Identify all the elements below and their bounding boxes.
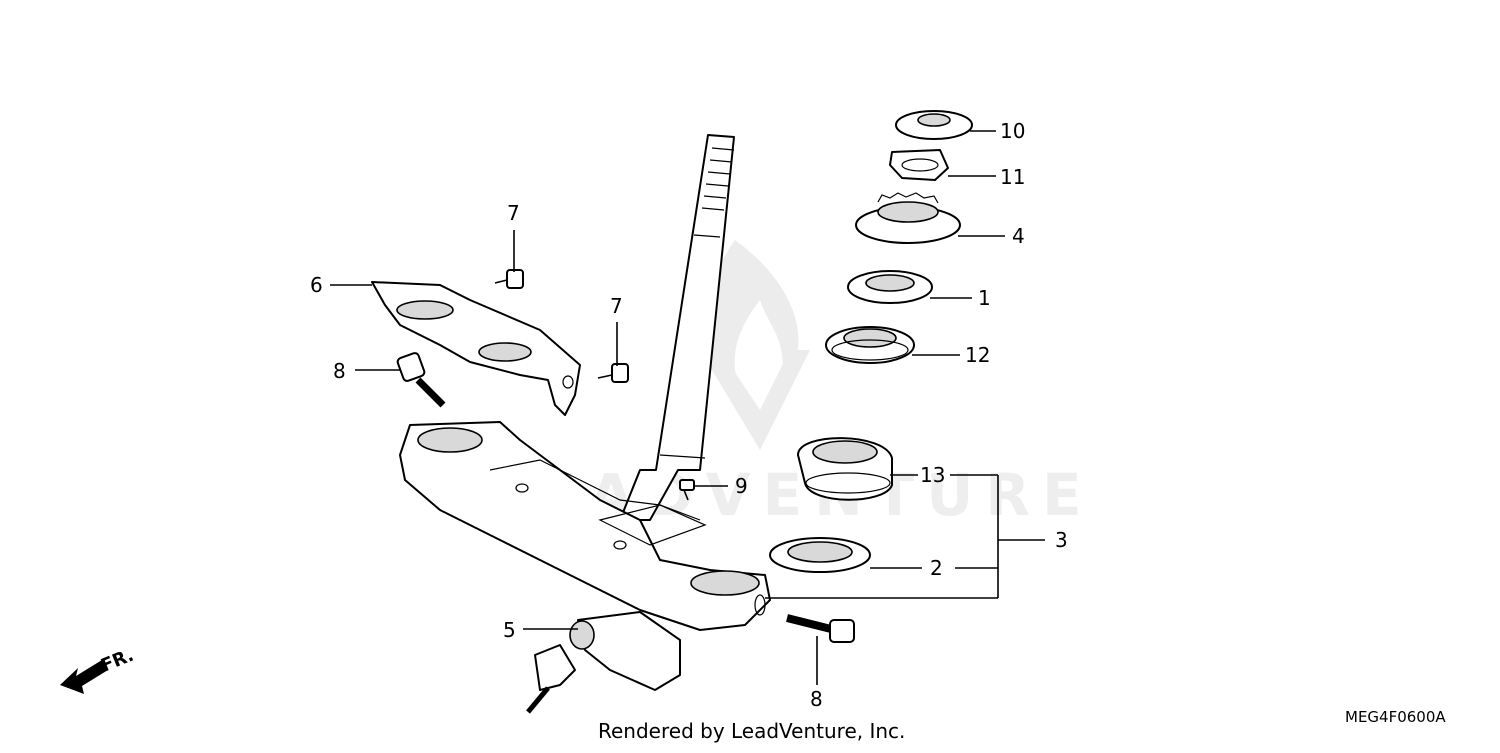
callout-2: 2 [930,556,943,580]
steering-stem [619,134,735,521]
part-ball-bearing [825,326,915,364]
part-bolt-7b [597,363,629,383]
callout-9: 9 [735,474,748,498]
part-steering-lock [526,611,681,714]
part-upper-outer-race [797,437,893,501]
part-plate [371,281,581,416]
callout-4: 4 [1012,224,1025,248]
part-bolt-7a [494,269,524,289]
part-lock-washer [889,149,949,181]
leader-lines [330,130,1045,685]
callout-10: 10 [1000,119,1025,143]
callout-12: 12 [965,343,990,367]
callout-7b: 7 [610,294,623,318]
callout-11: 11 [1000,165,1025,189]
diagram-code: MEG4F0600A [1345,708,1446,726]
part-dust-seal [847,270,933,304]
footer-credit: Rendered by LeadVenture, Inc. [598,719,905,743]
part-bolt-8a [396,352,446,408]
front-arrow-icon: FR. [60,645,137,694]
part-screw-9 [679,479,695,501]
callout-8b: 8 [810,687,823,711]
callout-3: 3 [1055,528,1068,552]
steering-bottom-bracket [399,421,771,631]
callout-5: 5 [503,618,516,642]
part-lock-nut [895,110,973,140]
part-bolt-8b [786,614,855,643]
callout-1: 1 [978,286,991,310]
callout-7a: 7 [507,201,520,225]
part-adjusting-nut [855,192,961,244]
callout-13: 13 [920,463,945,487]
front-label: FR. [98,645,137,677]
callout-6: 6 [310,273,323,297]
part-lower-outer-race [769,537,871,573]
callout-8a: 8 [333,359,346,383]
